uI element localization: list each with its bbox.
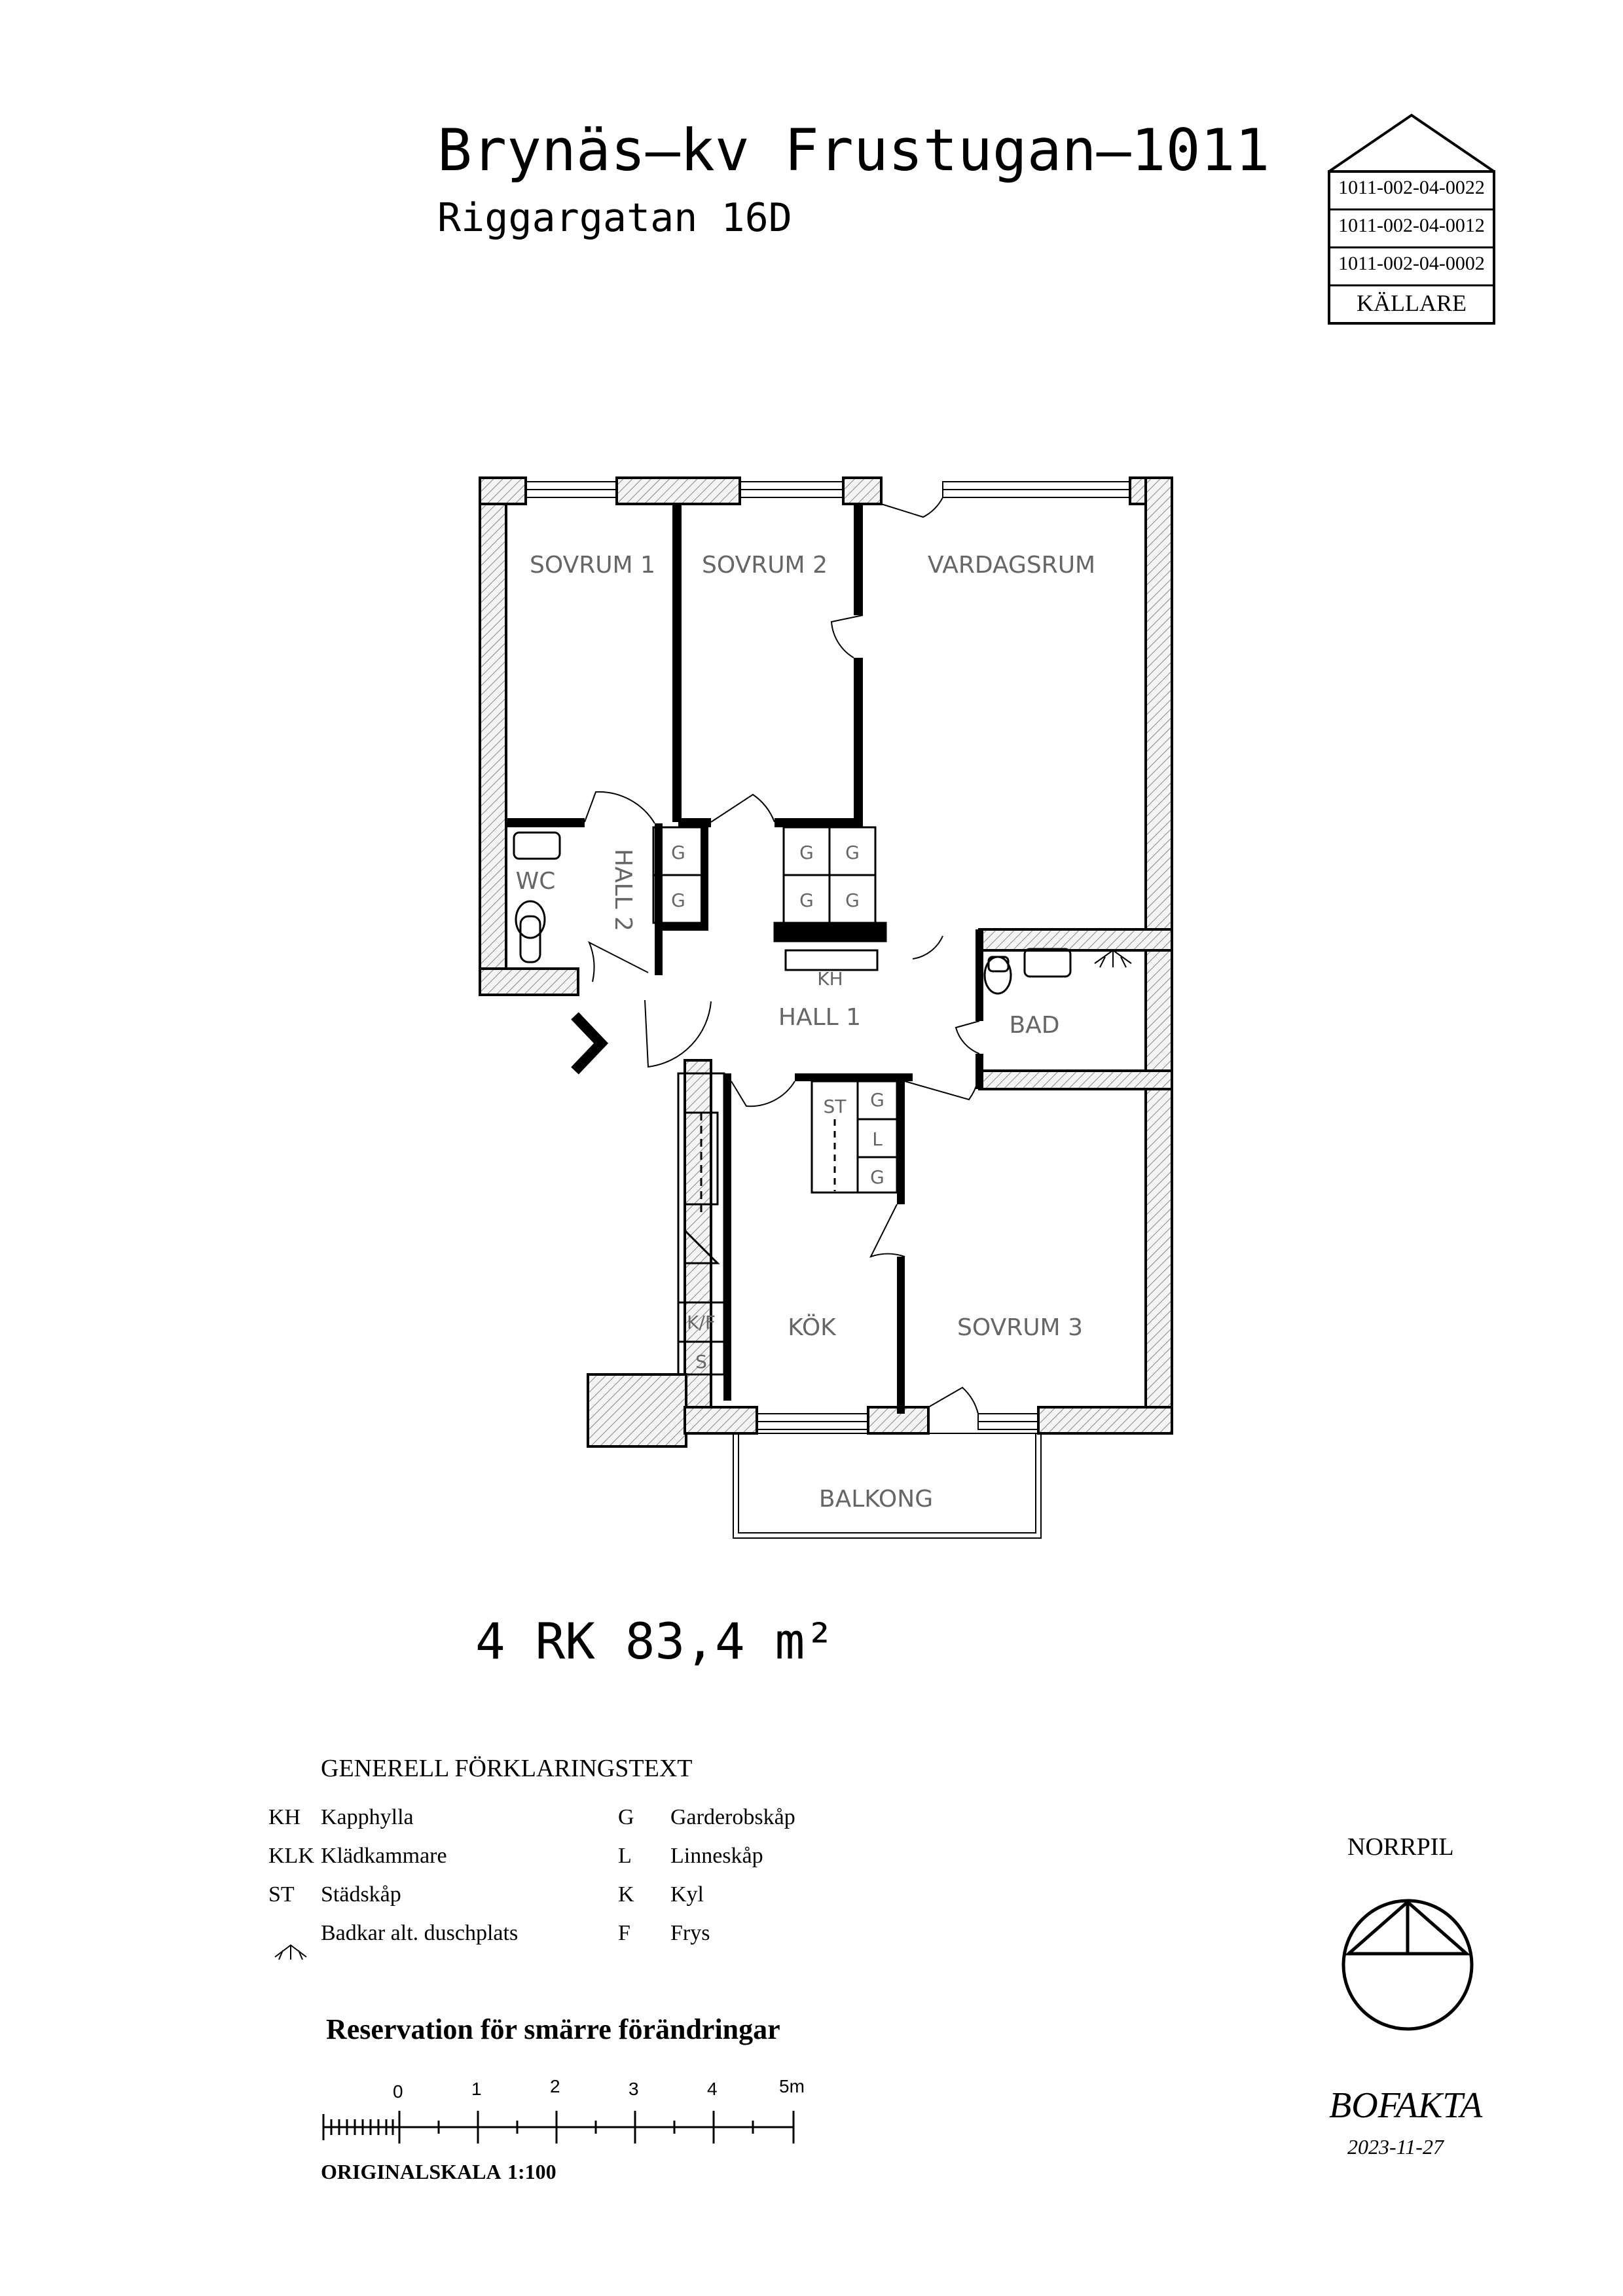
shower-icon: [1094, 949, 1132, 968]
legend-code: KLK: [268, 1844, 314, 1868]
scale-tick: 1: [471, 2079, 482, 2099]
legend-code: KH: [268, 1805, 301, 1829]
legend-code: L: [618, 1844, 632, 1868]
room-hall-2: HALL 2: [610, 849, 636, 931]
linen-label: L: [872, 1128, 883, 1150]
id-box: 1011-002-04-0022 1011-002-04-0012 1011-0…: [1326, 111, 1497, 327]
date-label: 2023-11-27: [1347, 2135, 1444, 2159]
exterior-walls: [479, 476, 1173, 1448]
scale-tick: 2: [550, 2076, 560, 2096]
kf-label: K/F: [687, 1312, 716, 1333]
fixtures: [513, 826, 1072, 1539]
legend-code: ST: [268, 1882, 295, 1907]
room-hall-1: HALL 1: [778, 1004, 861, 1031]
s-label: S: [695, 1351, 707, 1372]
doors: [584, 497, 980, 1414]
legend-text: Städskåp: [321, 1882, 401, 1907]
windows: [525, 481, 1131, 1430]
scale-tick: 3: [629, 2079, 639, 2099]
legend-text: Badkar alt. duschplats: [321, 1921, 519, 1945]
scale-value: 1:100: [507, 2160, 556, 2183]
room-kok: KÖK: [788, 1314, 837, 1341]
room-sovrum-3: SOVRUM 3: [957, 1314, 1083, 1341]
wardrobe-label: G: [845, 889, 860, 911]
wardrobe-label: G: [671, 842, 685, 863]
room-vardagsrum: VARDAGSRUM: [928, 552, 1095, 579]
id-line-2: 1011-002-04-0012: [1338, 215, 1485, 236]
legend-text: Kyl: [670, 1882, 704, 1907]
room-bad: BAD: [1009, 1012, 1059, 1039]
kh-label: KH: [817, 968, 843, 990]
id-line-1: 1011-002-04-0022: [1338, 177, 1485, 198]
legend-text: Frys: [670, 1921, 710, 1945]
scale-bar: [322, 2111, 795, 2144]
room-sovrum-1: SOVRUM 1: [530, 552, 655, 579]
room-sovrum-2: SOVRUM 2: [702, 552, 828, 579]
interior-walls: [506, 504, 983, 1414]
legend-text: Linneskåp: [670, 1844, 763, 1868]
room-wc: WC: [516, 868, 556, 895]
reservation-note: Reservation för smärre förändringar: [326, 2013, 780, 2045]
shower-legend-icon: [274, 1944, 307, 1960]
scale-label: ORIGINALSKALA: [321, 2160, 501, 2183]
floor-label: KÄLLARE: [1357, 290, 1467, 316]
legend-text: Garderobskåp: [670, 1805, 795, 1829]
wardrobe-label: G: [799, 842, 814, 863]
scale-tick: 4: [707, 2079, 718, 2099]
wardrobe-label: G: [870, 1166, 884, 1188]
room-balkong: BALKONG: [819, 1486, 933, 1513]
legend-text: Kapphylla: [321, 1805, 414, 1829]
wardrobe-label: G: [845, 842, 860, 863]
legend-code: F: [618, 1921, 630, 1945]
st-label: ST: [824, 1096, 847, 1117]
legend-text: Klädkammare: [321, 1844, 447, 1868]
entrance-arrow-icon: [571, 1012, 609, 1075]
scale-tick: 5m: [779, 2076, 805, 2096]
address: Riggargatan 16D: [437, 195, 792, 241]
id-line-3: 1011-002-04-0002: [1338, 253, 1485, 274]
legend-code: K: [618, 1882, 634, 1907]
house-roof-icon: [1328, 113, 1495, 325]
page-title: Brynäs–kv Frustugan–1011: [437, 117, 1270, 184]
legend-title: GENERELL FÖRKLARINGSTEXT: [321, 1755, 693, 1782]
north-arrow-icon: [1341, 1899, 1474, 2031]
north-label: NORRPIL: [1347, 1833, 1454, 1861]
area-label: 4 RK 83,4 m²: [475, 1612, 835, 1670]
scale-tick: 0: [393, 2081, 403, 2102]
brand-logo: BOFAKTA: [1329, 2085, 1483, 2126]
wardrobe-label: G: [799, 889, 814, 911]
wardrobe-label: G: [870, 1089, 884, 1111]
wardrobe-label: G: [671, 889, 685, 911]
legend-code: G: [618, 1805, 634, 1829]
